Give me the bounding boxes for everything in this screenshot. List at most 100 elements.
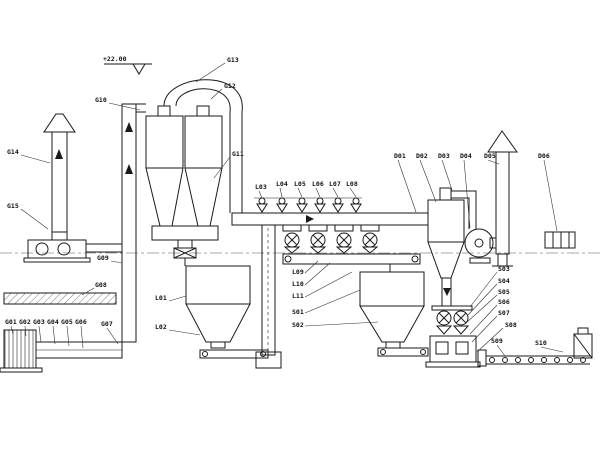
label-G15: G15 xyxy=(7,202,19,210)
screw-conveyor-top xyxy=(282,253,421,272)
leader-G08 xyxy=(81,287,95,296)
cyclone-body xyxy=(427,199,465,243)
label-S08: S08 xyxy=(505,321,517,329)
leader-G14 xyxy=(20,154,51,164)
label-G06: G06 xyxy=(75,318,87,326)
leader-L05 xyxy=(297,187,303,198)
cyclone-cone-2 xyxy=(184,167,223,227)
leader-L02 xyxy=(168,329,201,336)
leader-lines xyxy=(10,62,564,357)
arrow-up-riser-2 xyxy=(125,122,133,132)
blower-wheel-2 xyxy=(57,242,71,256)
arrow-up-riser xyxy=(125,164,133,174)
label-G12: G12 xyxy=(224,82,236,90)
label-L10: L10 xyxy=(292,280,304,288)
label-L08: L08 xyxy=(346,180,358,188)
leader-D06 xyxy=(543,159,558,232)
feeder-unit xyxy=(296,197,308,213)
label-D03: D03 xyxy=(438,152,450,160)
leader-G12 xyxy=(210,88,223,100)
label-D05: D05 xyxy=(484,152,496,160)
chimney-cap xyxy=(487,130,518,153)
label-G09: G09 xyxy=(97,254,109,262)
label-G10: G10 xyxy=(95,96,107,104)
leader-S09 xyxy=(496,344,506,357)
feeder-unit xyxy=(256,197,268,213)
blower-wheel-1 xyxy=(35,242,49,256)
leader-S08 xyxy=(476,327,504,353)
fan-housing xyxy=(464,228,494,258)
label-S03: S03 xyxy=(498,265,510,273)
arrow-down-cyclone xyxy=(443,288,451,296)
packing-unit xyxy=(425,305,481,368)
label-S10: S10 xyxy=(535,339,547,347)
label-L11: L11 xyxy=(292,292,304,300)
feeder-unit xyxy=(350,197,362,213)
label-S07: S07 xyxy=(498,309,510,317)
label-D06: D06 xyxy=(538,152,550,160)
feeder-row xyxy=(254,197,362,213)
feeder-unit xyxy=(314,197,326,213)
hopper-2-conveyor xyxy=(377,347,429,357)
label-L07: L07 xyxy=(329,180,341,188)
leader-S07 xyxy=(471,315,498,343)
cyclone-cone-1 xyxy=(145,167,184,227)
leader-S06 xyxy=(469,304,498,335)
leader-S05 xyxy=(465,294,498,324)
cyclone-body-1 xyxy=(145,115,184,169)
hot-air-duct-hatched xyxy=(3,292,117,305)
leader-L09 xyxy=(304,260,319,274)
leader-L11 xyxy=(304,271,353,298)
rotary-feeders xyxy=(282,224,380,254)
exhaust-fan xyxy=(464,228,497,264)
label-L01: L01 xyxy=(155,294,167,302)
chimney-body xyxy=(495,151,510,255)
label-L03: L03 xyxy=(255,183,267,191)
leader-D02 xyxy=(419,159,437,203)
label-S09: S09 xyxy=(491,337,503,345)
leader-D03 xyxy=(441,159,453,191)
cyclone-right xyxy=(427,187,477,307)
bag-filter-hopper-1 xyxy=(185,265,251,349)
belt-conveyor-bottom xyxy=(477,349,590,367)
label-L06: L06 xyxy=(312,180,324,188)
leader-D01 xyxy=(397,159,417,213)
leader-D04 xyxy=(463,159,471,229)
elevation-marker xyxy=(104,63,152,75)
label-S04: S04 xyxy=(498,277,510,285)
label-G07: G07 xyxy=(101,320,113,328)
leader-L06 xyxy=(315,187,321,198)
leader-D05 xyxy=(487,159,500,165)
rotary-feeder xyxy=(360,224,380,254)
label-L09: L09 xyxy=(292,268,304,276)
leader-G06 xyxy=(80,325,84,349)
label-D01: D01 xyxy=(394,152,406,160)
leader-G10 xyxy=(108,102,141,111)
furnace xyxy=(0,329,43,373)
arrow-right-duct xyxy=(306,215,314,223)
stack-cap xyxy=(43,113,76,133)
leader-G07 xyxy=(106,327,119,345)
bag-filter-hopper-2 xyxy=(359,271,425,349)
rotary-feeder xyxy=(308,224,328,254)
label-G14: G14 xyxy=(7,148,19,156)
leader-G02 xyxy=(24,325,27,337)
cyclone-pair xyxy=(145,105,223,241)
label-D02: D02 xyxy=(416,152,428,160)
label-G11: G11 xyxy=(232,150,244,158)
discharge-elevator-right xyxy=(573,327,593,359)
exhaust-chimney xyxy=(487,130,518,267)
packer-body xyxy=(429,335,477,363)
leader-G04 xyxy=(52,325,56,345)
cyclone-body-2 xyxy=(184,115,223,169)
bucket-elevator-center xyxy=(255,224,282,369)
leader-S10 xyxy=(540,346,564,353)
hopper-1-conveyor xyxy=(199,349,269,359)
label-S02: S02 xyxy=(292,321,304,329)
handwheel-2 xyxy=(453,310,469,326)
flow-arrows xyxy=(55,122,451,296)
feeder-unit xyxy=(332,197,344,213)
exhaust-stack-left xyxy=(43,113,76,240)
